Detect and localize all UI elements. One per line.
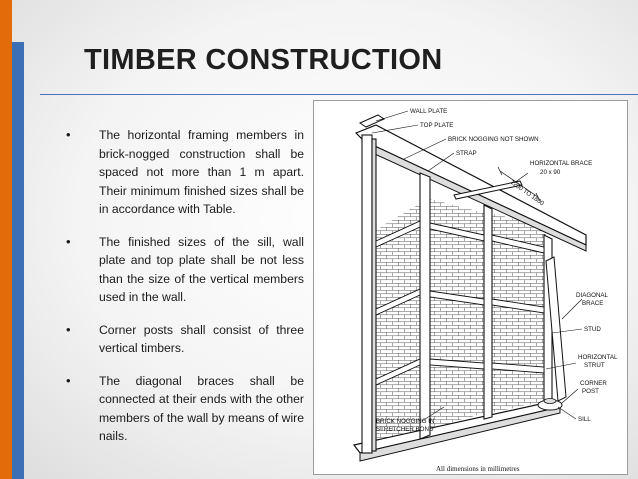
bullet-item: • The finished sizes of the sill, wall pl… bbox=[66, 233, 304, 307]
label-corner-post-1: CORNER bbox=[580, 380, 607, 387]
bullet-item: • Corner posts shall consist of three ver… bbox=[66, 321, 304, 358]
corner-post-base bbox=[537, 398, 563, 411]
bullet-text: The horizontal framing members in brick-… bbox=[99, 128, 304, 216]
brick-nogging-panels bbox=[374, 199, 546, 457]
timber-frame-diagram: WALL PLATE TOP PLATE BRICK NOGGING NOT S… bbox=[313, 100, 628, 475]
label-corner-post-2: POST bbox=[582, 388, 599, 395]
label-horizontal-brace-size: 20 x 90 bbox=[540, 169, 561, 176]
label-brick-nogging-1: BRICK NOGGING IN bbox=[376, 418, 434, 425]
label-diagonal-brace-1: DIAGONAL bbox=[576, 292, 609, 299]
timber-frame-drawing: WALL PLATE TOP PLATE BRICK NOGGING NOT S… bbox=[352, 108, 618, 473]
label-horizontal-strut-1: HORIZONTAL bbox=[578, 354, 618, 361]
label-strap: STRAP bbox=[456, 150, 477, 157]
diagonal-brace bbox=[545, 256, 567, 402]
label-top-plate: TOP PLATE bbox=[420, 122, 453, 129]
label-horizontal-strut-2: STRUT bbox=[584, 362, 605, 369]
bullet-text: Corner posts shall consist of three vert… bbox=[99, 322, 304, 356]
bullet-item: • The diagonal braces shall be connected … bbox=[66, 372, 304, 446]
wall-plate bbox=[358, 114, 386, 128]
slide-title: TIMBER CONSTRUCTION bbox=[84, 44, 443, 76]
label-sill: SILL bbox=[578, 416, 591, 423]
bullet-item: • The horizontal framing members in brick… bbox=[66, 126, 304, 219]
studs bbox=[361, 134, 553, 454]
label-horizontal-brace: HORIZONTAL BRACE bbox=[530, 160, 592, 167]
bullet-text: The finished sizes of the sill, wall pla… bbox=[99, 234, 304, 305]
accent-bar-blue bbox=[12, 42, 24, 479]
bullet-marker: • bbox=[66, 127, 71, 142]
bullet-list: • The horizontal framing members in brick… bbox=[66, 126, 304, 460]
label-leaders bbox=[371, 110, 583, 422]
bullet-marker: • bbox=[66, 372, 71, 388]
title-underline bbox=[40, 94, 638, 95]
dimensions-note: All dimensions in millimetres bbox=[436, 465, 520, 473]
bullet-marker: • bbox=[66, 233, 71, 249]
spacing-dimension bbox=[497, 166, 541, 202]
label-brick-nogging-2: STRETCHER BOND bbox=[376, 426, 434, 433]
label-stud: STUD bbox=[584, 326, 601, 333]
label-diagonal-brace-2: BRACE bbox=[582, 300, 603, 307]
horizontal-struts bbox=[375, 220, 545, 386]
bullet-text: The diagonal braces shall be connected a… bbox=[99, 373, 304, 444]
label-wall-plate: WALL PLATE bbox=[410, 108, 447, 115]
bullet-marker: • bbox=[66, 321, 71, 337]
label-brick-nogging-not-shown: BRICK NOGGING NOT SHOWN bbox=[448, 136, 539, 143]
accent-bar-orange bbox=[0, 0, 12, 479]
horizontal-brace bbox=[453, 180, 523, 200]
